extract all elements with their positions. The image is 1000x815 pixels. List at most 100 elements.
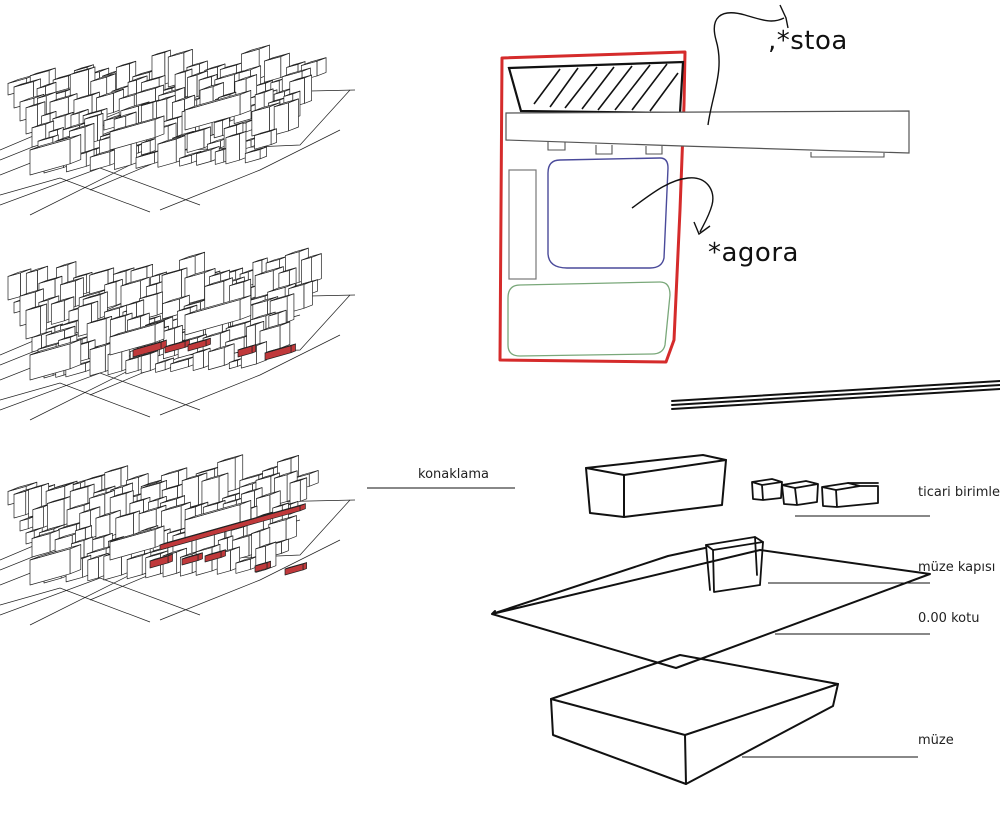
building-block: [289, 74, 312, 83]
building-block: [254, 80, 273, 87]
building-block: [187, 70, 208, 78]
building-block: [311, 253, 322, 283]
building-block: [139, 291, 163, 300]
road-lines: [671, 380, 1000, 410]
building-block: [156, 291, 163, 316]
building-block: [29, 67, 56, 77]
building-block: [274, 470, 298, 479]
ground-plate: [491, 547, 931, 669]
building-block: [45, 325, 76, 336]
building-block: [45, 323, 63, 330]
building-block: [109, 115, 165, 133]
building-block: [133, 510, 141, 535]
building-block: [70, 536, 94, 545]
building-block: [82, 108, 108, 117]
building-block: [45, 482, 74, 492]
building-block: [73, 272, 93, 279]
building-block: [69, 123, 95, 132]
building-block: [254, 560, 271, 567]
building-block: [213, 119, 223, 139]
building-block: [28, 482, 49, 490]
building-block: [48, 127, 64, 133]
building-block: [127, 312, 150, 321]
building-block: [264, 52, 290, 62]
building-block: [179, 151, 202, 159]
street-line: [0, 587, 151, 623]
building-block: [32, 506, 44, 531]
building-block: [246, 320, 265, 328]
ticari-label: ticari birimler: [918, 485, 1000, 500]
building-block: [58, 334, 78, 341]
building-block: [223, 122, 244, 129]
building-block: [256, 490, 281, 499]
building-block: [38, 275, 63, 284]
street-line: [0, 577, 201, 616]
building-block: [184, 500, 252, 521]
muze-label: müze: [918, 733, 954, 748]
building-block: [38, 524, 65, 534]
building-block: [268, 515, 297, 525]
building-block: [160, 495, 186, 504]
agora-label: *agora: [708, 238, 799, 268]
building-block: [31, 330, 53, 338]
building-block: [289, 477, 308, 484]
building-block: [163, 324, 183, 332]
building-block: [140, 99, 160, 106]
building-block: [304, 74, 312, 104]
kot-label: 0.00 kotu: [918, 611, 980, 626]
agora-arrow: [631, 177, 714, 233]
building-block: [255, 472, 280, 481]
building-block: [127, 75, 148, 83]
building-block: [148, 496, 167, 503]
muze-kapisi-label: müze kapısı: [918, 560, 996, 575]
stoa-bar: [505, 110, 910, 154]
building-block: [278, 267, 297, 274]
building-block: [300, 57, 327, 66]
building-block: [120, 101, 150, 112]
building-block: [140, 353, 151, 374]
building-block: [293, 470, 319, 479]
building-block: [25, 305, 41, 340]
building-block: [285, 247, 309, 256]
building-block: [7, 272, 21, 301]
building-block: [160, 467, 188, 477]
building-block: [184, 504, 202, 511]
building-block: [29, 134, 82, 151]
building-block: [69, 66, 96, 75]
building-block: [174, 68, 193, 75]
building-block: [284, 562, 307, 570]
building-block: [90, 73, 116, 82]
building-block: [181, 472, 208, 482]
building-block: [283, 90, 301, 97]
building-block: [161, 267, 188, 276]
building-block: [240, 487, 263, 495]
konaklama-label: konaklama: [418, 467, 489, 482]
building-block: [162, 547, 187, 557]
building-block: [195, 547, 213, 576]
muze-kapisi-block: [705, 536, 764, 593]
building-block: [151, 49, 171, 57]
building-block: [209, 269, 230, 278]
building-block: [252, 296, 279, 305]
building-block: [252, 257, 268, 263]
building-block: [41, 111, 57, 117]
building-block: [145, 550, 169, 559]
building-block: [140, 525, 159, 532]
building-block: [115, 60, 137, 68]
city-view-proposed-stoa: [0, 454, 356, 626]
building-block: [138, 504, 167, 515]
building-block: [126, 473, 149, 481]
building-block: [269, 293, 295, 302]
building-block: [86, 315, 113, 325]
street-line: [0, 382, 151, 418]
building-block: [73, 91, 100, 101]
building-block: [250, 311, 276, 321]
agora-area: [547, 157, 669, 269]
building-block: [90, 532, 113, 541]
building-block: [93, 485, 116, 494]
building-block: [115, 510, 141, 519]
building-block: [288, 280, 313, 290]
building-block: [255, 541, 277, 550]
building-block: [181, 552, 203, 560]
building-block: [75, 525, 92, 532]
